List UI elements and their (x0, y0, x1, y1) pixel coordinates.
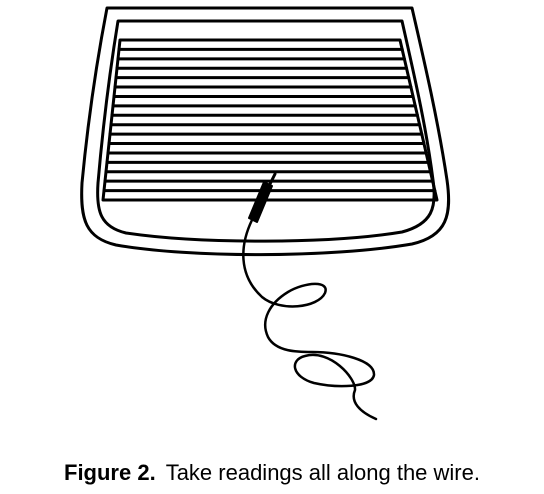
figure-label: Figure 2. (64, 460, 156, 485)
figure-caption: Figure 2. Take readings all along the wir… (0, 460, 544, 486)
window-inner-border (96, 19, 436, 243)
grid-panel-outline (101, 38, 439, 202)
window-outer-outline (80, 6, 451, 257)
test-probe (248, 181, 273, 223)
probe-tip (268, 172, 277, 186)
caption-text: Take readings all along the wire. (165, 460, 480, 485)
test-lead-wire (242, 218, 378, 421)
grid-lines (102, 47, 437, 193)
